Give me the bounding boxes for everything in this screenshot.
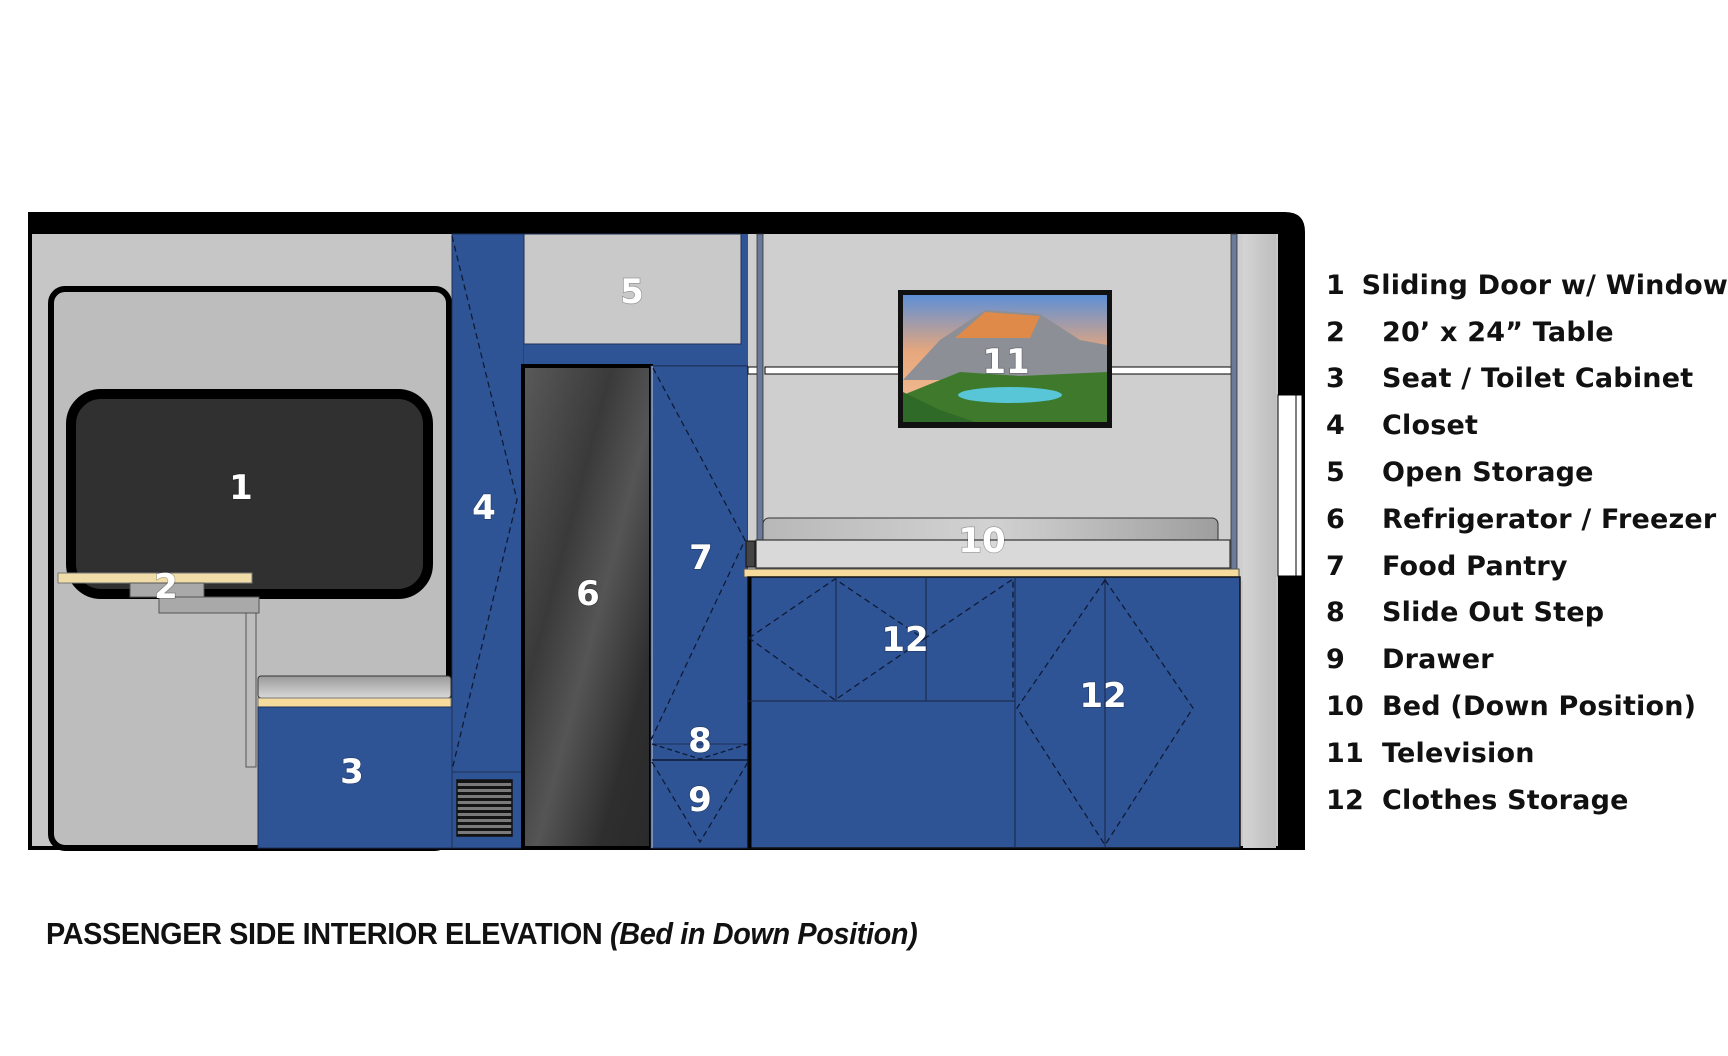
legend-label: Open Storage	[1382, 457, 1594, 489]
legend-number: 10	[1326, 691, 1364, 723]
legend-number: 6	[1326, 503, 1345, 535]
closet-swing-line	[451, 235, 518, 771]
legend-number: 8	[1326, 597, 1345, 629]
legend-label: 20’ x 24” Table	[1382, 316, 1614, 348]
seat-top-trim	[257, 697, 452, 708]
callout-8: 8	[688, 721, 712, 761]
callout-12-drawers: 12	[881, 620, 928, 660]
legend-label: Closet	[1382, 410, 1479, 442]
legend-number: 1	[1326, 269, 1345, 301]
legend-item: 6 Refrigerator / Freezer	[1322, 496, 1728, 543]
legend-number: 9	[1326, 644, 1345, 676]
legend-item: 1 Sliding Door w/ Window	[1322, 262, 1728, 309]
vent-grille-icon	[456, 779, 513, 837]
caption-title: PASSENGER SIDE INTERIOR ELEVATION	[46, 916, 603, 951]
legend-label: Slide Out Step	[1382, 597, 1605, 629]
table-arm	[158, 596, 260, 614]
callout-7: 7	[689, 538, 713, 578]
legend-number: 12	[1326, 784, 1364, 816]
caption-subtitle: (Bed in Down Position)	[610, 916, 918, 951]
legend: 1 Sliding Door w/ Window 2 20’ x 24” Table…	[1322, 262, 1728, 824]
drawer-pull-line	[651, 761, 749, 844]
table: 2	[57, 566, 260, 768]
legend-label: Sliding Door w/ Window	[1361, 269, 1728, 301]
closet: 4	[451, 233, 525, 849]
legend-label: Clothes Storage	[1382, 784, 1629, 816]
legend-item: 2 20’ x 24” Table	[1322, 309, 1728, 356]
legend-number: 11	[1326, 737, 1364, 769]
legend-label: Food Pantry	[1382, 550, 1568, 582]
legend-number: 7	[1326, 550, 1345, 582]
callout-1: 1	[229, 468, 253, 508]
legend-item: 10 Bed (Down Position)	[1322, 683, 1728, 730]
clothes-storage: 12 12	[747, 576, 1241, 849]
legend-item: 5 Open Storage	[1322, 449, 1728, 496]
callout-11: 11	[982, 342, 1029, 382]
seat-cushion	[257, 675, 452, 699]
legend-item: 8 Slide Out Step	[1322, 590, 1728, 637]
refrigerator: 6	[521, 364, 653, 850]
legend-label: Drawer	[1382, 644, 1494, 676]
callout-10: 10	[958, 521, 1005, 561]
seat-cabinet-body	[257, 706, 453, 849]
legend-item: 7 Food Pantry	[1322, 543, 1728, 590]
pantry-door	[650, 365, 749, 849]
bed-mattress	[755, 539, 1231, 569]
rear-wall-panel	[1243, 234, 1276, 848]
legend-item: 3 Seat / Toilet Cabinet	[1322, 356, 1728, 403]
table-leg	[245, 612, 257, 768]
callout-4: 4	[472, 488, 496, 528]
legend-number: 3	[1326, 363, 1345, 395]
legend-number: 4	[1326, 410, 1345, 442]
clothes-cabinet-body	[747, 576, 1241, 849]
drawer-pull-b	[923, 577, 1014, 700]
legend-label: Bed (Down Position)	[1382, 691, 1697, 723]
step-pull-line	[651, 743, 749, 760]
door-window	[66, 389, 433, 599]
callout-6: 6	[576, 574, 600, 614]
open-storage: 5	[523, 233, 748, 367]
closet-door	[451, 233, 525, 849]
callout-3: 3	[340, 752, 364, 792]
legend-number: 2	[1326, 316, 1345, 348]
drawing-caption: PASSENGER SIDE INTERIOR ELEVATION (Bed i…	[46, 916, 918, 952]
fridge-door	[521, 364, 653, 850]
pantry-swing-line	[648, 367, 746, 745]
bed-post-right	[1230, 233, 1238, 575]
bed-latch-icon	[745, 540, 756, 568]
legend-label: Television	[1382, 737, 1535, 769]
legend-item: 12 Clothes Storage	[1322, 777, 1728, 824]
callout-2: 2	[154, 567, 178, 607]
pantry-column: 7 8 9	[648, 365, 749, 849]
legend-item: 4 Closet	[1322, 402, 1728, 449]
legend-label: Seat / Toilet Cabinet	[1382, 363, 1694, 395]
callout-5: 5	[620, 272, 644, 312]
tv-screen-landscape	[903, 295, 1107, 422]
legend-number: 5	[1326, 457, 1345, 489]
callout-9: 9	[688, 780, 712, 820]
television: 11	[898, 290, 1112, 428]
tall-door-diamond	[1016, 579, 1194, 847]
bed-platform-trim	[743, 568, 1240, 578]
open-storage-cubby	[523, 233, 742, 345]
seat-toilet-cabinet: 3	[257, 675, 453, 849]
legend-item: 9 Drawer	[1322, 636, 1728, 683]
bed: 10	[743, 517, 1240, 578]
legend-item: 11 Television	[1322, 730, 1728, 777]
legend-label: Refrigerator / Freezer	[1382, 503, 1717, 535]
rear-window-slot	[1277, 394, 1303, 577]
bed-post-left	[756, 233, 764, 560]
callout-12-door: 12	[1079, 676, 1126, 716]
